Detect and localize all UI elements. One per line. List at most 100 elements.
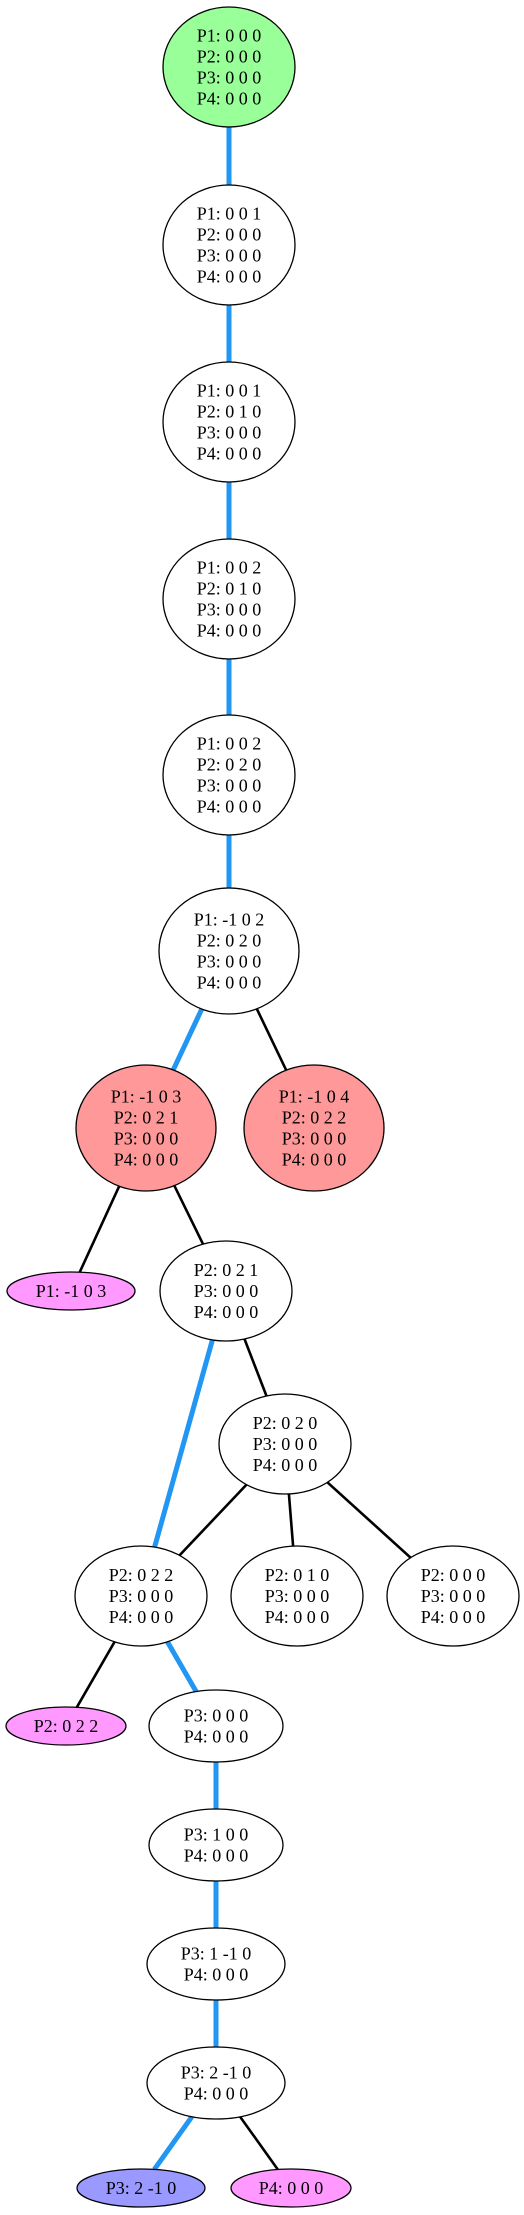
- node-ellipse: [218, 1393, 352, 1495]
- node-label-line: P1: 0 0 2: [197, 734, 262, 754]
- node-label-line: P2: 0 2 2: [109, 1565, 174, 1585]
- tree-node-n20: P4: 0 0 0: [230, 2168, 352, 2208]
- node-label-line: P3: 2 -1 0: [181, 2063, 252, 2083]
- node-label-line: P3: 0 0 0: [282, 1129, 347, 1149]
- edge-n18-n20: [239, 2115, 279, 2171]
- tree-node-n17: P3: 1 -1 0P4: 0 0 0: [146, 1927, 286, 2001]
- node-label-line: P3: 0 0 0: [421, 1586, 486, 1606]
- tree-node-n13: P2: 0 0 0P3: 0 0 0P4: 0 0 0: [386, 1545, 520, 1647]
- node-label-line: P4: 0 0 0: [194, 1302, 259, 1322]
- node-ellipse: [158, 887, 300, 1015]
- node-label-line: P2: 0 2 0: [253, 1413, 318, 1433]
- node-ellipse: [162, 6, 296, 128]
- node-label-line: P3: 0 0 0: [114, 1129, 179, 1149]
- node-layer: P1: 0 0 0P2: 0 0 0P3: 0 0 0P4: 0 0 0P1: …: [5, 6, 520, 2208]
- node-label-line: P3: 0 0 0: [197, 423, 262, 443]
- node-ellipse: [146, 1927, 286, 2001]
- node-label-line: P1: 0 0 0: [197, 26, 262, 46]
- node-label-line: P4: 0 0 0: [265, 1607, 330, 1627]
- tree-node-n18: P3: 2 -1 0P4: 0 0 0: [146, 2046, 286, 2120]
- node-label-line: P1: -1 0 2: [194, 910, 265, 930]
- node-label-line: P3: 1 0 0: [184, 1825, 249, 1845]
- node-label-line: P1: -1 0 3: [111, 1087, 182, 1107]
- node-label-line: P4: 0 0 0: [109, 1607, 174, 1627]
- node-label-line: P2: 0 2 1: [194, 1260, 259, 1280]
- node-label-line: P4: 0 0 0: [197, 89, 262, 109]
- node-label-line: P2: 0 2 0: [197, 755, 262, 775]
- node-label-line: P4: 0 0 0: [253, 1455, 318, 1475]
- tree-node-n11: P2: 0 2 2P3: 0 0 0P4: 0 0 0: [74, 1545, 208, 1647]
- node-label-line: P4: 0 0 0: [184, 1965, 249, 1985]
- tree-node-n14: P2: 0 2 2: [5, 1706, 127, 1746]
- node-ellipse: [74, 1545, 208, 1647]
- node-ellipse: [75, 1064, 217, 1192]
- tree-node-n16: P3: 1 0 0P4: 0 0 0: [148, 1808, 284, 1882]
- node-label-line: P4: 0 0 0: [184, 1727, 249, 1747]
- tree-node-n15: P3: 0 0 0P4: 0 0 0: [148, 1689, 284, 1763]
- node-label-line: P3: 0 0 0: [184, 1706, 249, 1726]
- node-label-line: P4: 0 0 0: [421, 1607, 486, 1627]
- node-ellipse: [148, 1808, 284, 1882]
- node-ellipse: [162, 361, 296, 483]
- tree-node-n19: P3: 2 -1 0: [76, 2168, 206, 2208]
- edge-n10-n12: [287, 1493, 295, 1547]
- node-label-line: P3: 2 -1 0: [106, 2178, 177, 2198]
- path-edge-n5-n6: [170, 1007, 205, 1072]
- node-label-line: P4: 0 0 0: [282, 1150, 347, 1170]
- edge-layer: [75, 127, 412, 2171]
- tree-node-n6: P1: -1 0 3P2: 0 2 1P3: 0 0 0P4: 0 0 0: [75, 1064, 217, 1192]
- node-label-line: P3: 0 0 0: [197, 776, 262, 796]
- node-label-line: P4: 0 0 0: [259, 2178, 324, 2198]
- tree-node-n5: P1: -1 0 2P2: 0 2 0P3: 0 0 0P4: 0 0 0: [158, 887, 300, 1015]
- node-label-line: P2: 0 2 0: [197, 931, 262, 951]
- node-label-line: P3: 0 0 0: [197, 952, 262, 972]
- node-label-line: P3: 1 -1 0: [181, 1944, 252, 1964]
- tree-node-n10: P2: 0 2 0P3: 0 0 0P4: 0 0 0: [218, 1393, 352, 1495]
- node-label-line: P2: 0 1 0: [197, 402, 262, 422]
- node-label-line: P4: 0 0 0: [184, 2084, 249, 2104]
- edge-n10-n13: [326, 1481, 412, 1559]
- node-ellipse: [148, 1689, 284, 1763]
- node-label-line: P2: 0 2 2: [34, 1716, 99, 1736]
- node-label-line: P4: 0 0 0: [197, 621, 262, 641]
- node-label-line: P3: 0 0 0: [197, 246, 262, 266]
- node-label-line: P4: 0 0 0: [184, 1846, 249, 1866]
- node-ellipse: [162, 538, 296, 660]
- tree-node-n9: P2: 0 2 1P3: 0 0 0P4: 0 0 0: [159, 1240, 293, 1342]
- node-label-line: P3: 0 0 0: [197, 68, 262, 88]
- edge-n6-n8: [78, 1185, 121, 1273]
- path-edge-n9-n11: [152, 1339, 215, 1548]
- path-edge-n11-n15: [165, 1640, 199, 1693]
- node-label-line: P2: 0 1 0: [265, 1565, 330, 1585]
- node-label-line: P3: 0 0 0: [253, 1434, 318, 1454]
- node-label-line: P4: 0 0 0: [197, 973, 262, 993]
- node-ellipse: [76, 2168, 206, 2208]
- edge-n5-n7: [255, 1008, 288, 1071]
- node-label-line: P2: 0 2 2: [282, 1108, 347, 1128]
- node-ellipse: [386, 1545, 520, 1647]
- node-ellipse: [243, 1064, 385, 1192]
- node-label-line: P3: 0 0 0: [197, 600, 262, 620]
- node-label-line: P4: 0 0 0: [197, 444, 262, 464]
- node-label-line: P2: 0 0 0: [197, 225, 262, 245]
- edge-n11-n14: [75, 1641, 116, 1708]
- node-label-line: P1: 0 0 2: [197, 558, 262, 578]
- tree-node-n12: P2: 0 1 0P3: 0 0 0P4: 0 0 0: [230, 1545, 364, 1647]
- node-label-line: P1: -1 0 3: [36, 1281, 107, 1301]
- node-label-line: P3: 0 0 0: [109, 1586, 174, 1606]
- tree-node-n0: P1: 0 0 0P2: 0 0 0P3: 0 0 0P4: 0 0 0: [162, 6, 296, 128]
- node-ellipse: [159, 1240, 293, 1342]
- path-edge-n18-n19: [152, 2115, 194, 2171]
- node-label-line: P2: 0 0 0: [197, 47, 262, 67]
- node-label-line: P4: 0 0 0: [197, 797, 262, 817]
- node-label-line: P1: -1 0 4: [279, 1087, 350, 1107]
- node-ellipse: [230, 1545, 364, 1647]
- tree-node-n4: P1: 0 0 2P2: 0 2 0P3: 0 0 0P4: 0 0 0: [162, 714, 296, 836]
- edge-n9-n10: [243, 1338, 268, 1397]
- tree-node-n7: P1: -1 0 4P2: 0 2 2P3: 0 0 0P4: 0 0 0: [243, 1064, 385, 1192]
- node-ellipse: [6, 1271, 136, 1311]
- node-label-line: P2: 0 1 0: [197, 579, 262, 599]
- node-label-line: P4: 0 0 0: [197, 267, 262, 287]
- node-ellipse: [146, 2046, 286, 2120]
